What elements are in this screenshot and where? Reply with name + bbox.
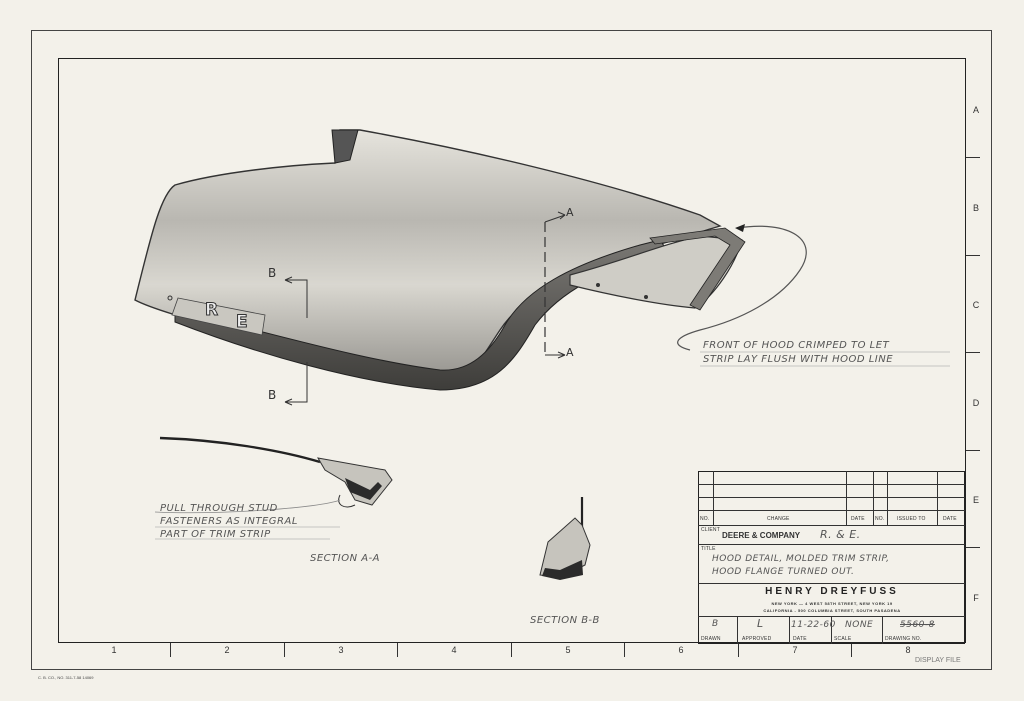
col-label-4: 4 bbox=[451, 645, 457, 655]
firm-address-ny: NEW YORK — 4 WEST 58TH STREET, NEW YORK … bbox=[771, 601, 893, 606]
inner-border bbox=[58, 58, 966, 643]
header-no-2: NO. bbox=[875, 516, 885, 522]
date-value: 11-22-60 bbox=[791, 620, 836, 630]
header-no: NO. bbox=[700, 516, 710, 522]
drawing-no-value: 5560-8 bbox=[900, 620, 935, 630]
note-pull-line-2: FASTENERS AS INTEGRAL bbox=[160, 516, 298, 527]
hood-notch bbox=[331, 129, 359, 164]
approved-value: L bbox=[757, 617, 764, 630]
title-block-rule bbox=[698, 583, 965, 584]
header-change: CHANGE bbox=[767, 516, 790, 522]
header-date-2: DATE bbox=[943, 516, 957, 522]
title-block-rule bbox=[789, 616, 790, 644]
col-label-8: 8 bbox=[905, 645, 911, 655]
title-block-rule bbox=[698, 510, 965, 511]
header-date: DATE bbox=[851, 516, 865, 522]
drawn-label: DRAWN bbox=[701, 636, 721, 642]
header-issued-to: ISSUED TO bbox=[897, 516, 926, 522]
title-label: TITLE bbox=[701, 546, 716, 552]
title-block-rule bbox=[882, 616, 883, 644]
section-bb-label: SECTION B-B bbox=[530, 615, 600, 626]
row-tick bbox=[966, 352, 980, 353]
section-aa-label: SECTION A-A bbox=[310, 553, 381, 564]
drawing-no-label: DRAWING NO. bbox=[885, 636, 922, 642]
display-file-stamp: DISPLAY FILE bbox=[915, 657, 961, 664]
row-label-f: F bbox=[973, 593, 979, 603]
section-mark-a-top: A bbox=[566, 206, 575, 219]
outer-border bbox=[31, 30, 992, 670]
title-hand-line-1: HOOD DETAIL, MOLDED TRIM STRIP, bbox=[712, 554, 890, 564]
title-block-rule bbox=[846, 471, 847, 525]
row-tick bbox=[966, 157, 980, 158]
firm-address-ca: CALIFORNIA - 500 COLUMBIA STREET, SOUTH … bbox=[763, 608, 901, 613]
row-label-a: A bbox=[972, 105, 979, 115]
col-tick bbox=[511, 643, 512, 657]
title-block-rule bbox=[698, 544, 965, 545]
row-tick bbox=[966, 547, 980, 548]
col-tick bbox=[851, 643, 852, 657]
row-label-c: C bbox=[972, 300, 980, 310]
section-mark-a-bottom: A bbox=[566, 346, 575, 359]
col-label-2: 2 bbox=[224, 645, 230, 655]
row-label-b: B bbox=[972, 203, 979, 213]
title-block-rule bbox=[831, 616, 832, 644]
col-label-5: 5 bbox=[565, 645, 571, 655]
hood-front-opening bbox=[569, 235, 743, 309]
print-code: C. B. CO., NO. 311-7-58 14069 bbox=[38, 675, 94, 680]
title-block-rule bbox=[887, 471, 888, 525]
col-label-7: 7 bbox=[792, 645, 798, 655]
title-block-rule bbox=[698, 525, 965, 526]
note-pull-line-1: PULL THROUGH STUD bbox=[160, 503, 278, 514]
scale-value: NONE bbox=[845, 620, 874, 630]
col-label-3: 3 bbox=[338, 645, 344, 655]
col-label-6: 6 bbox=[678, 645, 684, 655]
client-hand: R. & E. bbox=[820, 528, 861, 541]
drawn-value: B bbox=[712, 619, 719, 629]
col-tick bbox=[624, 643, 625, 657]
emblem-letter-e: E bbox=[235, 312, 249, 333]
col-tick bbox=[397, 643, 398, 657]
col-tick bbox=[284, 643, 285, 657]
emblem-letter-r: R bbox=[205, 300, 219, 321]
hood-front-rim bbox=[649, 227, 746, 311]
title-block-rule bbox=[873, 471, 874, 525]
title-block-rule bbox=[737, 616, 738, 644]
firm-name: HENRY DREYFUSS bbox=[765, 586, 899, 597]
col-tick bbox=[738, 643, 739, 657]
title-block-rule bbox=[698, 484, 965, 485]
section-mark-b-top: B bbox=[268, 266, 277, 280]
client-value: DEERE & COMPANY bbox=[722, 531, 801, 540]
title-block-rule bbox=[698, 497, 965, 498]
date-label: DATE bbox=[793, 636, 807, 642]
note-front-line-1: FRONT OF HOOD CRIMPED TO LET bbox=[703, 340, 890, 351]
note-pull-line-3: PART OF TRIM STRIP bbox=[160, 529, 271, 540]
row-label-e: E bbox=[972, 495, 979, 505]
title-hand-line-2: HOOD FLANGE TURNED OUT. bbox=[712, 567, 855, 577]
col-label-1: 1 bbox=[111, 645, 117, 655]
client-label: CLIENT bbox=[701, 527, 720, 533]
title-block-rule bbox=[937, 471, 938, 525]
approved-label: APPROVED bbox=[742, 636, 772, 642]
section-mark-b-bottom: B bbox=[268, 388, 277, 402]
note-front-line-2: STRIP LAY FLUSH WITH HOOD LINE bbox=[703, 354, 894, 365]
row-tick bbox=[966, 450, 980, 451]
row-tick bbox=[966, 255, 980, 256]
title-block-rule bbox=[713, 471, 714, 525]
scale-label: SCALE bbox=[834, 636, 852, 642]
col-tick bbox=[170, 643, 171, 657]
row-label-d: D bbox=[972, 398, 980, 408]
